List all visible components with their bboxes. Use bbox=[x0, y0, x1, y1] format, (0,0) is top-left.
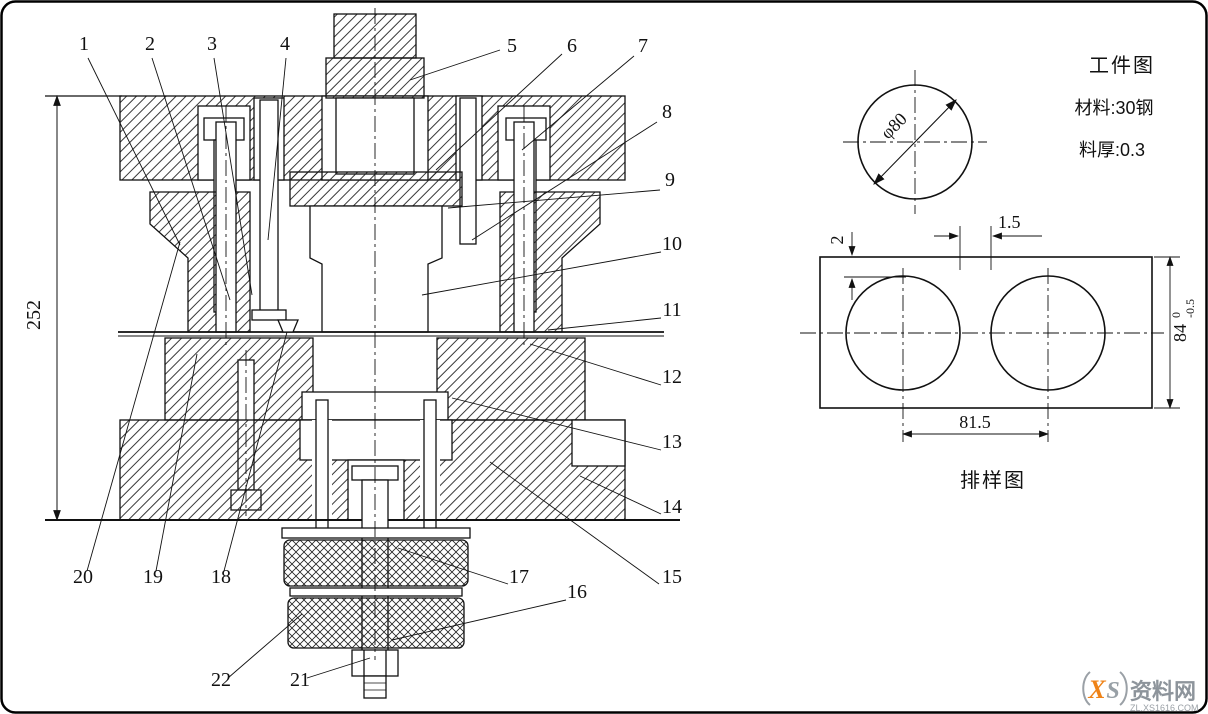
watermark-logo-s: S bbox=[1106, 678, 1119, 704]
workpiece-drawing bbox=[843, 70, 987, 214]
part-label-13: 13 bbox=[662, 431, 682, 453]
part-label-8: 8 bbox=[662, 101, 672, 123]
rubber-cushion-assembly bbox=[281, 465, 471, 699]
nut bbox=[351, 649, 399, 677]
watermark-paren-left bbox=[1082, 671, 1091, 706]
part-label-9: 9 bbox=[665, 169, 675, 191]
part-label-17: 17 bbox=[509, 566, 529, 588]
part-label-2: 2 bbox=[145, 33, 155, 55]
bridge-gap-text: 1.5 bbox=[998, 212, 1021, 232]
dim-strip-width bbox=[1154, 256, 1180, 409]
thread-end bbox=[363, 675, 387, 699]
dim-text-overall-height: 252 bbox=[23, 300, 45, 330]
part-label-15: 15 bbox=[662, 566, 682, 588]
strip-width-tol-upper: 0 bbox=[1169, 312, 1183, 318]
part-label-7: 7 bbox=[638, 35, 648, 57]
part-label-3: 3 bbox=[207, 33, 217, 55]
part-label-10: 10 bbox=[662, 233, 682, 255]
watermark-paren-right bbox=[1119, 671, 1128, 706]
part-label-19: 19 bbox=[143, 566, 163, 588]
part-labels: 1 2 3 4 5 6 7 8 9 10 11 12 13 14 15 16 1… bbox=[73, 33, 682, 691]
part-label-16: 16 bbox=[567, 581, 587, 603]
part-label-12: 12 bbox=[662, 366, 682, 388]
strip-width-text: 84 bbox=[1170, 324, 1190, 342]
leader-lines bbox=[86, 49, 662, 679]
strip-outline bbox=[819, 256, 1153, 409]
part-label-6: 6 bbox=[567, 35, 577, 57]
watermark-logo-x: X bbox=[1087, 675, 1106, 704]
punch-holder-plate bbox=[289, 171, 463, 207]
workpiece-material: 材料:30钢 bbox=[1074, 98, 1153, 118]
strip-width-tol-lower: -0.5 bbox=[1183, 299, 1197, 318]
part-label-5: 5 bbox=[507, 35, 517, 57]
ejector-pin-left bbox=[315, 399, 329, 533]
part-label-18: 18 bbox=[211, 566, 231, 588]
rubber-pad-lower bbox=[287, 597, 465, 649]
part-label-11: 11 bbox=[662, 299, 681, 321]
diameter-arrow bbox=[873, 99, 957, 185]
strip-layout-drawing bbox=[800, 226, 1180, 442]
part-label-22: 22 bbox=[211, 669, 231, 691]
edge-margin-text: 2 bbox=[827, 236, 847, 245]
strip-layout-title: 排样图 bbox=[960, 469, 1026, 492]
locating-piece bbox=[277, 319, 299, 333]
workpiece-title: 工件图 bbox=[1089, 54, 1155, 77]
part-label-4: 4 bbox=[280, 33, 290, 55]
lower-die-right bbox=[436, 337, 586, 421]
part-label-20: 20 bbox=[73, 566, 93, 588]
watermark-site-name: 资料网 bbox=[1130, 679, 1196, 704]
part-label-14: 14 bbox=[662, 496, 682, 518]
pitch-text: 81.5 bbox=[959, 412, 991, 432]
part-label-1: 1 bbox=[79, 33, 89, 55]
punch bbox=[309, 205, 443, 333]
workpiece-diameter-text: φ80 bbox=[877, 109, 911, 143]
part-label-21: 21 bbox=[290, 669, 310, 691]
watermark: X S 资料网 ZL.XS1616.COM bbox=[1082, 671, 1199, 713]
workpiece-thickness: 料厚:0.3 bbox=[1079, 140, 1145, 160]
watermark-site-url: ZL.XS1616.COM bbox=[1130, 703, 1199, 713]
ejector-pin-right bbox=[423, 399, 437, 533]
die-assembly-section bbox=[45, 8, 680, 699]
strip-width-dim-text: 84 0 -0.5 bbox=[1169, 299, 1197, 342]
dim-edge-margin bbox=[844, 232, 906, 300]
rubber-pad-upper bbox=[283, 539, 469, 587]
dim-bridge bbox=[934, 226, 1042, 270]
